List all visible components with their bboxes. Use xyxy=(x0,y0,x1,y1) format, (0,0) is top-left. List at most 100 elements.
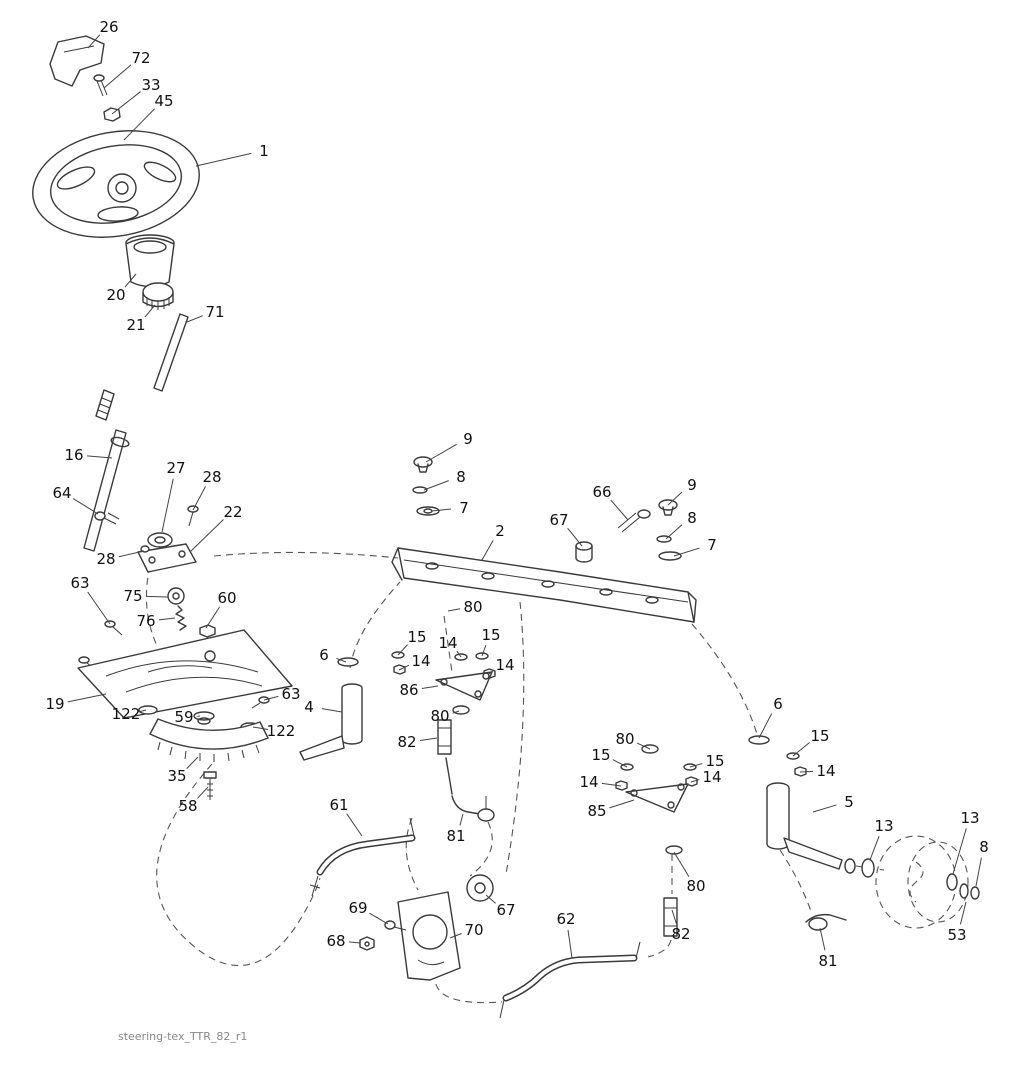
leader-line xyxy=(792,742,810,757)
axle-beam-2 xyxy=(397,547,695,623)
leader-line xyxy=(186,315,203,323)
keyring-bracket xyxy=(49,35,105,87)
leader-line xyxy=(369,912,389,925)
leader-line xyxy=(87,591,111,625)
part-number-27: 27 xyxy=(166,459,185,477)
leader-line xyxy=(485,894,496,904)
leader-line xyxy=(819,927,826,951)
assembly-dashed-lines xyxy=(145,551,885,1004)
leader-line xyxy=(87,34,101,49)
part-number-81: 81 xyxy=(446,827,465,845)
leader-line xyxy=(959,901,967,925)
leader-line xyxy=(205,606,220,629)
part-number-21: 21 xyxy=(126,316,145,334)
part-number-62: 62 xyxy=(556,910,575,928)
part-number-67: 67 xyxy=(496,901,515,919)
part-number-15: 15 xyxy=(591,746,610,764)
part-number-80: 80 xyxy=(430,707,449,725)
leader-line xyxy=(812,804,837,813)
part-number-14: 14 xyxy=(438,634,457,652)
tie-rod-81a xyxy=(445,757,453,795)
bearing-27 xyxy=(147,532,173,548)
leader-line xyxy=(118,550,145,558)
part-number-13: 13 xyxy=(874,817,893,835)
part-number-63: 63 xyxy=(281,685,300,703)
part-number-59: 59 xyxy=(174,708,193,726)
part-number-70: 70 xyxy=(464,921,483,939)
part-number-69: 69 xyxy=(348,899,367,917)
washer-122a xyxy=(138,705,158,715)
leader-line xyxy=(447,608,461,612)
leader-line xyxy=(138,709,147,713)
part-number-82: 82 xyxy=(671,925,690,943)
leader-line xyxy=(67,693,107,703)
part-number-15: 15 xyxy=(810,727,829,745)
nut-14d xyxy=(615,780,628,791)
part-number-26: 26 xyxy=(99,18,118,36)
leader-line xyxy=(144,304,156,318)
leader-line xyxy=(397,644,408,656)
part-number-14: 14 xyxy=(495,656,514,674)
steering-boot xyxy=(125,237,175,288)
leader-line xyxy=(423,480,449,491)
leader-line xyxy=(673,547,700,557)
leader-line xyxy=(419,737,438,742)
washer-6b xyxy=(748,735,770,745)
part-number-75: 75 xyxy=(123,587,142,605)
leader-line xyxy=(124,273,137,288)
part-number-15: 15 xyxy=(407,628,426,646)
leader-line xyxy=(612,759,628,768)
leader-line xyxy=(111,91,141,115)
spacer-13b xyxy=(946,873,958,891)
adjuster-82a xyxy=(437,719,452,755)
part-number-14: 14 xyxy=(816,762,835,780)
leader-line xyxy=(481,540,494,561)
steering-column-group xyxy=(83,234,199,573)
part-number-71: 71 xyxy=(205,303,224,321)
leader-line xyxy=(197,786,209,799)
part-number-68: 68 xyxy=(326,932,345,950)
steering-plate-19 xyxy=(77,629,293,719)
steering-wheel-group xyxy=(32,35,200,238)
part-number-20: 20 xyxy=(106,286,125,304)
leader-line xyxy=(336,657,347,663)
part-number-122: 122 xyxy=(267,722,296,740)
leader-line xyxy=(601,782,622,787)
steering-plate-group xyxy=(77,587,293,800)
leader-line xyxy=(103,64,132,89)
leader-line xyxy=(567,527,583,547)
steering-shaft xyxy=(83,429,127,552)
part-number-14: 14 xyxy=(411,652,430,670)
leader-line xyxy=(348,941,361,944)
leader-line xyxy=(667,491,683,506)
part-number-16: 16 xyxy=(64,446,83,464)
part-number-35: 35 xyxy=(167,767,186,785)
part-number-9: 9 xyxy=(463,430,473,448)
leader-line xyxy=(123,108,156,141)
leader-line xyxy=(689,763,703,768)
leader-line xyxy=(481,644,487,657)
part-number-82: 82 xyxy=(397,733,416,751)
leader-line xyxy=(86,455,113,459)
sector-gear-35 xyxy=(149,718,269,750)
part-number-86: 86 xyxy=(399,681,418,699)
part-number-67: 67 xyxy=(549,511,568,529)
leader-line xyxy=(346,813,363,837)
leader-line xyxy=(975,857,982,887)
leader-line xyxy=(195,152,252,167)
cap-9a xyxy=(413,456,433,468)
leader-line xyxy=(456,650,462,658)
leader-line xyxy=(488,669,494,675)
leader-line xyxy=(72,498,99,515)
part-number-122: 122 xyxy=(112,705,141,723)
part-number-72: 72 xyxy=(131,49,150,67)
drag-link-62 xyxy=(502,954,638,1002)
washer-6a xyxy=(337,657,359,667)
leader-line xyxy=(263,695,279,701)
leader-line xyxy=(421,685,439,689)
leader-line xyxy=(252,726,269,730)
leader-line xyxy=(425,443,457,463)
bolt-69 xyxy=(384,920,396,930)
